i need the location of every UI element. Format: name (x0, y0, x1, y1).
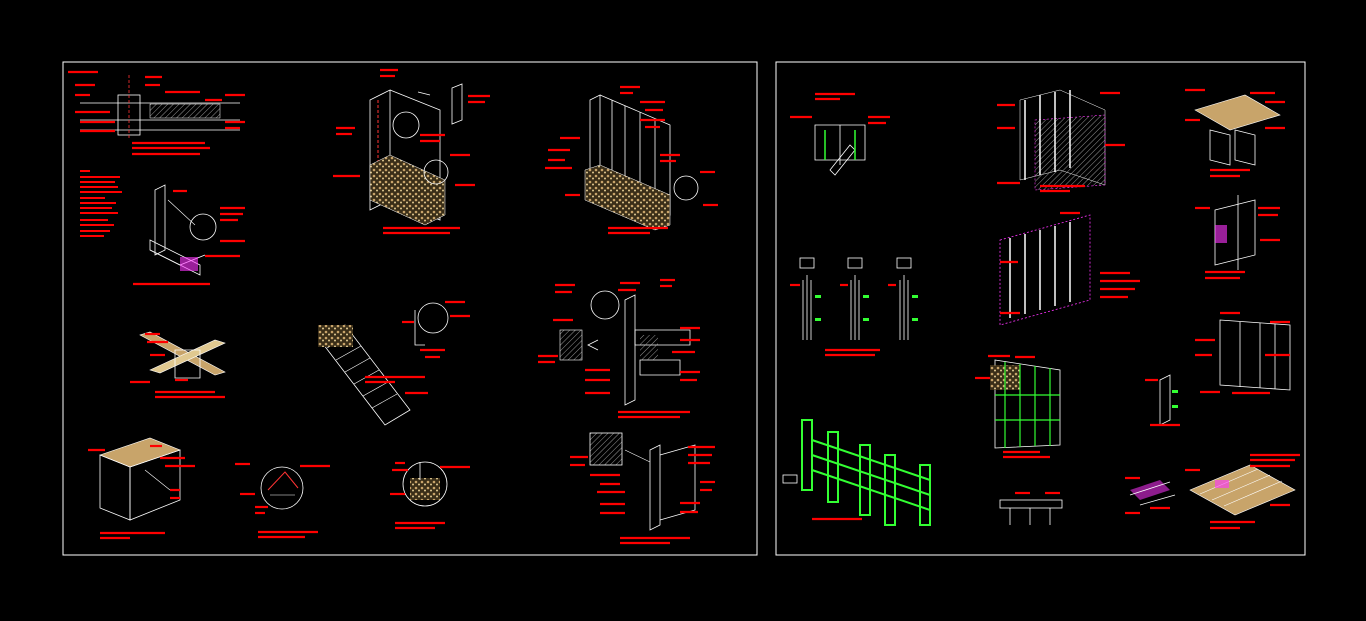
detail-cladding-lattice-top[interactable] (997, 89, 1125, 193)
detail-timber-block[interactable] (88, 437, 195, 540)
detail-base-track-section[interactable] (999, 491, 1063, 525)
detail-column-base[interactable] (133, 184, 245, 286)
detail-stair[interactable] (318, 300, 470, 426)
detail-floor-joist-connection-1[interactable] (1185, 88, 1285, 178)
sheet-left-frame[interactable] (62, 61, 758, 556)
detail-wall-panel-foundation[interactable] (333, 68, 490, 235)
detail-floor-frame-iso[interactable] (1145, 311, 1291, 427)
detail-steel-frame-elevation[interactable] (782, 419, 931, 526)
detail-anchor-iso[interactable] (1125, 476, 1176, 515)
detail-cladding-lattice-mid[interactable] (999, 211, 1140, 326)
detail-beam-section[interactable] (68, 70, 245, 156)
detail-cross-joint[interactable] (130, 331, 226, 399)
detail-gusset-plate[interactable] (790, 92, 890, 176)
detail-column-beam-connection[interactable] (538, 278, 700, 419)
sheet-right-frame[interactable] (775, 61, 1306, 556)
general-notes-block (80, 170, 122, 237)
detail-wall-elevation-green[interactable] (975, 354, 1061, 459)
detail-floor-joist-connection-2[interactable] (1195, 195, 1280, 280)
detail-footing-circle[interactable] (390, 461, 470, 530)
detail-truss-joint[interactable] (570, 432, 715, 545)
detail-floor-deck-iso[interactable] (1185, 453, 1300, 530)
detail-stud-sections[interactable] (790, 257, 918, 357)
detail-round-connection[interactable] (235, 462, 330, 539)
detail-wall-frame[interactable] (545, 85, 718, 235)
